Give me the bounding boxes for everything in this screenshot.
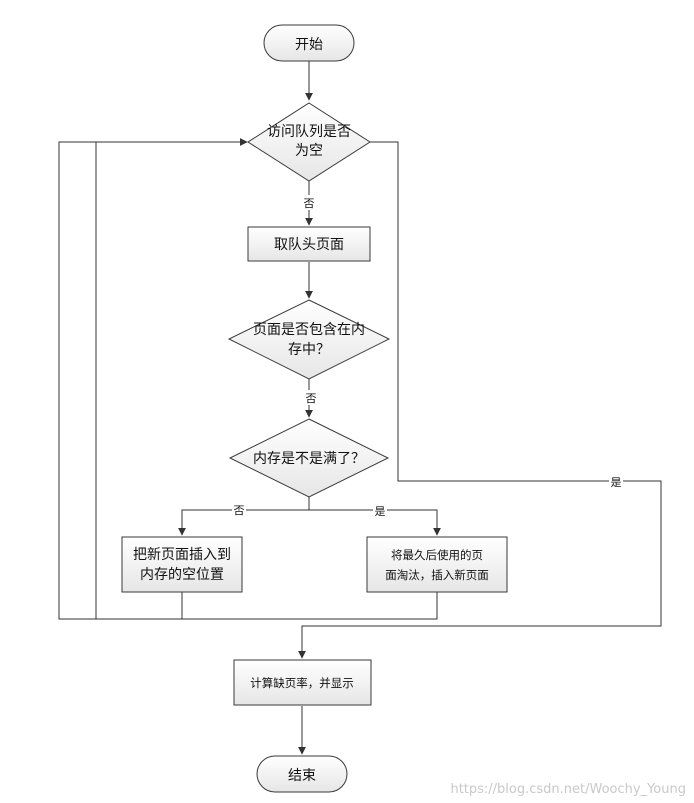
- watermark: https://blog.csdn.net/Woochy_Young: [450, 782, 686, 797]
- end-label: 结束: [288, 768, 316, 784]
- replace-lru-process: 将最久后使用的页 面淘汰，插入新页面: [366, 536, 508, 593]
- queue-empty-label-2: 为空: [295, 143, 323, 159]
- edge-label-yes-1: 是: [375, 505, 386, 518]
- insert-empty-process: 把新页面插入到 内存的空位置: [121, 536, 243, 593]
- insert-empty-label-2: 内存的空位置: [140, 567, 224, 583]
- insert-empty-label-1: 把新页面插入到: [133, 547, 231, 563]
- memory-full-label: 内存是不是满了？: [253, 451, 365, 467]
- contains-decision: 页面是否包含在内 存中？: [227, 299, 391, 380]
- edge-full-to-replace: [309, 509, 441, 536]
- start-label: 开始: [295, 37, 323, 53]
- queue-empty-decision: 访问队列是否 为空: [247, 102, 371, 182]
- edge-label-no-3: 否: [234, 504, 245, 517]
- compute-label: 计算缺页率，并显示: [250, 676, 354, 690]
- compute-process: 计算缺页率，并显示: [233, 659, 372, 706]
- edge-label-no-1: 否: [304, 197, 315, 210]
- queue-empty-label-1: 访问队列是否: [267, 124, 351, 140]
- memory-full-decision: 内存是不是满了？: [228, 418, 390, 498]
- start-terminal: 开始: [263, 24, 355, 62]
- replace-lru-label-1: 将最久后使用的页: [391, 548, 483, 562]
- edge-label-no-2: 否: [306, 392, 317, 405]
- end-terminal: 结束: [256, 755, 348, 793]
- contains-label-2: 存中？: [288, 342, 330, 358]
- edge-check-yes: [298, 141, 662, 659]
- take-head-label: 取队头页面: [274, 237, 344, 253]
- contains-label-1: 页面是否包含在内: [253, 322, 365, 338]
- replace-lru-label-2: 面淘汰，插入新页面: [385, 568, 489, 582]
- edge-replace-loop: [58, 138, 438, 620]
- take-head-process: 取队头页面: [247, 226, 371, 262]
- edge-label-yes-2: 是: [611, 476, 622, 489]
